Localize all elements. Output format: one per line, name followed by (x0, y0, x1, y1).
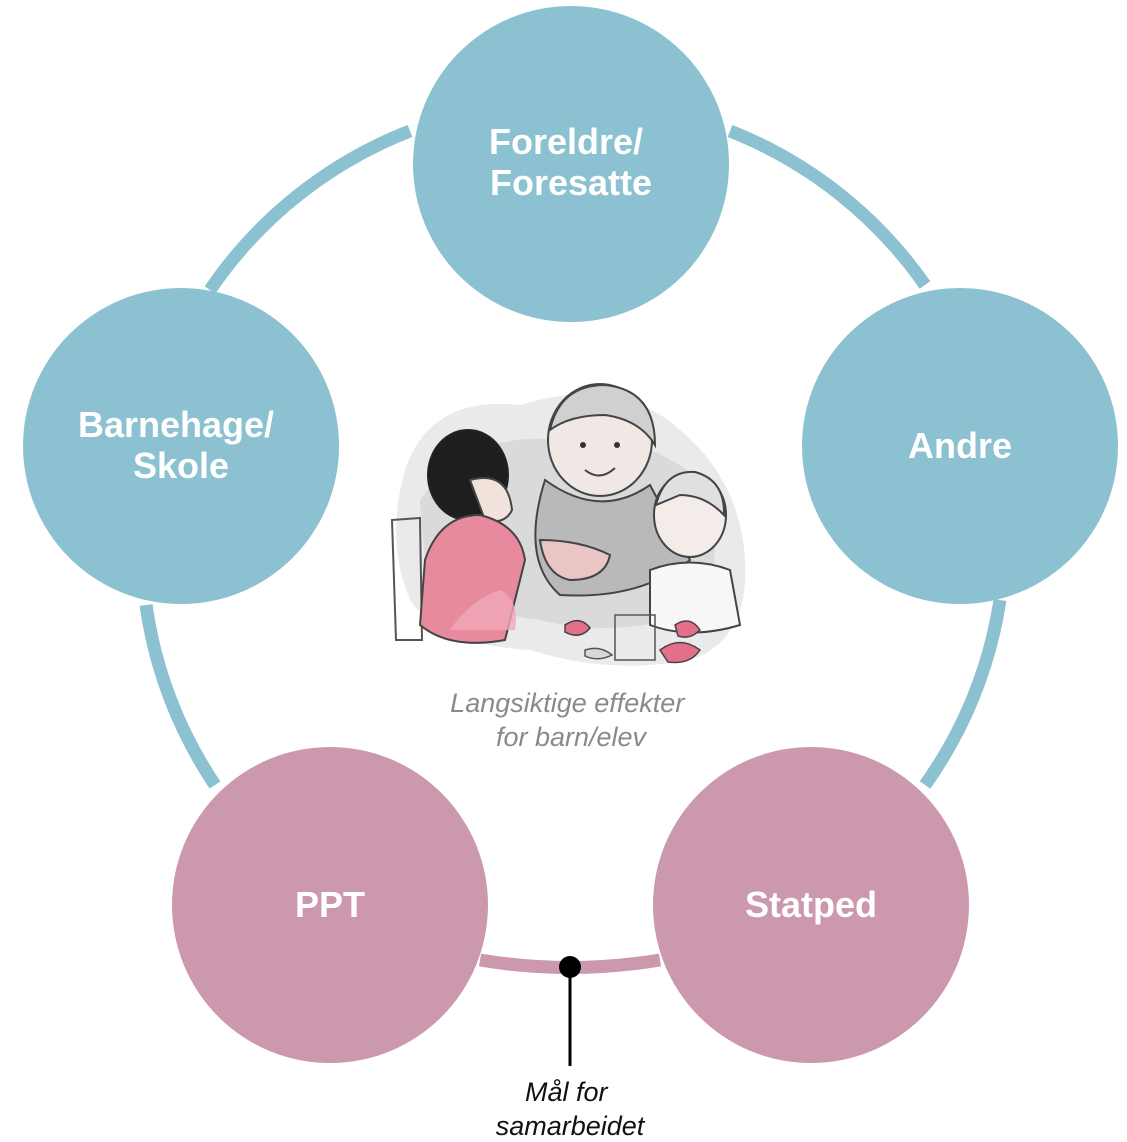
node-label-barnehage: Barnehage/ Skole (78, 404, 284, 486)
illustration-table-items (564, 614, 702, 664)
node-barnehage: Barnehage/ Skole (23, 288, 339, 604)
ring-arc-foreldre-andre (727, 124, 931, 289)
node-label-ppt: PPT (295, 884, 365, 925)
node-circle-andre (802, 288, 1118, 604)
ring-arc-andre-statped (919, 599, 1007, 789)
node-label-foreldre-line2: Foresatte (490, 162, 652, 203)
node-circle-foreldre (413, 6, 729, 322)
center-caption: Langsiktige effekter for barn/elev (450, 688, 692, 752)
node-label-barnehage-line2: Skole (133, 445, 229, 486)
ring-arc-barnehage-ppt (139, 604, 221, 789)
node-label-foreldre-line1: Foreldre/ (489, 121, 643, 162)
node-foreldre: Foreldre/ Foresatte (413, 6, 729, 322)
node-label-statped: Statped (745, 884, 877, 925)
center-caption-line1: Langsiktige effekter (450, 688, 685, 718)
goal-marker-dot (559, 956, 581, 978)
illustration-girl (418, 429, 527, 644)
node-andre: Andre (802, 288, 1118, 604)
goal-caption-line2: samarbeidet (496, 1111, 646, 1141)
node-label-foreldre: Foreldre/ Foresatte (489, 121, 653, 203)
node-circle-statped (653, 747, 969, 1063)
goal-caption: Mål for samarbeidet (496, 1077, 646, 1141)
node-ppt: PPT (172, 747, 488, 1063)
goal-caption-line1: Mål for (525, 1077, 609, 1107)
node-label-barnehage-line1: Barnehage/ (78, 404, 274, 445)
illustration-grandmother (534, 383, 692, 597)
ring-arc-barnehage-foreldre (204, 124, 413, 294)
illustration-boy (649, 470, 742, 634)
goal-marker (559, 956, 581, 1066)
node-label-andre: Andre (908, 425, 1012, 466)
center-illustration (390, 383, 746, 666)
illustration-chair (390, 516, 424, 641)
node-statped: Statped (653, 747, 969, 1063)
center-caption-line2: for barn/elev (496, 722, 648, 752)
node-circle-barnehage (23, 288, 339, 604)
node-circle-ppt (172, 747, 488, 1063)
